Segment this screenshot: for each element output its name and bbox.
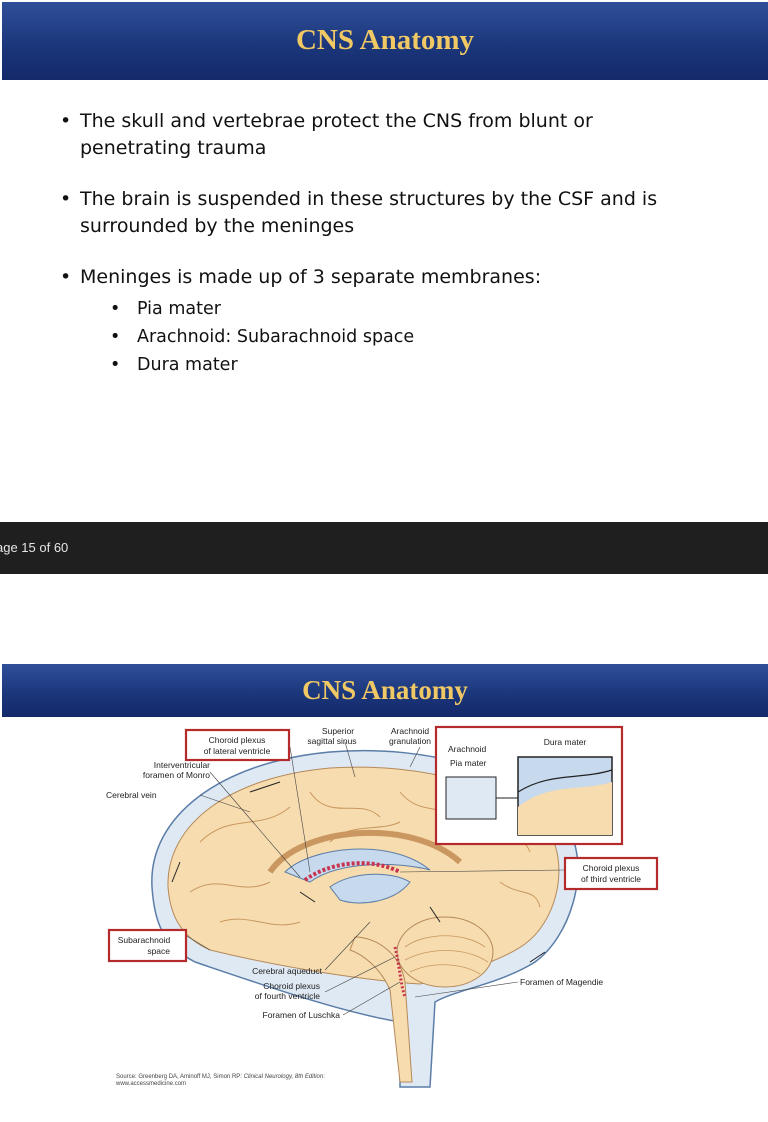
label-subarachnoid-line1: Subarachnoid	[118, 935, 171, 945]
corpus-callosum	[267, 829, 463, 874]
bullet-skull: The skull and vertebrae protect the CNS …	[60, 108, 700, 162]
label-choroid-lateral-line1: Choroid plexus	[209, 735, 266, 745]
source-prefix: Source: Greenberg DA, Aminoff MJ, Simon …	[116, 1074, 244, 1080]
label-interventricular-line1: Interventricular	[154, 760, 210, 770]
label-superior-sinus-line2: sagittal sinus	[307, 736, 356, 746]
slide-2-title: CNS Anatomy	[2, 664, 768, 717]
highlight-box-subarachnoid	[107, 928, 188, 963]
label-choroid-lateral-line2: of lateral ventricle	[204, 746, 271, 756]
figure-source-citation: Source: Greenberg DA, Aminoff MJ, Simon …	[116, 1074, 325, 1088]
sub-bullet-pia: Pia mater	[80, 295, 700, 323]
label-subarachnoid-line2: space	[147, 946, 170, 956]
bullet-meninges-text: Meninges is made up of 3 separate membra…	[80, 266, 542, 288]
slide-1-bullet-list: The skull and vertebrae protect the CNS …	[60, 108, 700, 379]
label-choroid-fourth-line1: Choroid plexus	[263, 981, 320, 991]
label-interventricular-line2: foramen of Monro	[143, 770, 210, 780]
label-arachnoid-granulation-line2: granulation	[389, 736, 431, 746]
bullet-suspension: The brain is suspended in these structur…	[60, 186, 700, 240]
sub-bullet-dura: Dura mater	[80, 351, 700, 379]
brain-diagram: Choroid plexus of lateral ventricle Supe…	[106, 725, 659, 1088]
page-indicator-bar: age 15 of 60	[0, 522, 768, 574]
bullet-meninges: Meninges is made up of 3 separate membra…	[60, 264, 700, 379]
inset-source-box	[445, 776, 497, 820]
label-superior-sinus-line1: Superior	[322, 726, 354, 736]
sub-bullet-arachnoid: Arachnoid: Subarachnoid space	[80, 323, 700, 351]
csf-circulation-figure: Choroid plexus of lateral ventricle Supe…	[100, 722, 670, 1102]
label-inset-arachnoid: Arachnoid	[448, 744, 487, 754]
inset-dura-line	[517, 769, 613, 793]
label-foramen-magendie: Foramen of Magendie	[520, 977, 603, 987]
meninges-sub-list: Pia mater Arachnoid: Subarachnoid space …	[80, 295, 700, 379]
label-cerebral-aqueduct: Cerebral aqueduct	[252, 966, 323, 976]
label-choroid-third-line1: Choroid plexus	[583, 863, 640, 873]
cerebellum	[396, 916, 494, 988]
lateral-ventricle	[284, 848, 431, 883]
label-inset-dura: Dura mater	[544, 737, 587, 747]
leader-lines	[179, 741, 566, 1016]
third-ventricle	[329, 873, 411, 904]
label-choroid-third-line2: of third ventricle	[581, 874, 641, 884]
label-inset-pia: Pia mater	[450, 758, 487, 768]
fourth-ventricle-choroid	[393, 946, 407, 998]
source-title: Clinical Neurology, 8th Edition	[243, 1074, 324, 1080]
label-cerebral-vein: Cerebral vein	[106, 790, 157, 800]
highlight-box-choroid-lateral	[184, 728, 291, 762]
label-arachnoid-granulation-line1: Arachnoid	[391, 726, 430, 736]
source-suffix: :	[323, 1074, 325, 1080]
highlight-box-choroid-third	[563, 856, 659, 891]
source-url: www.accessmedicine.com	[116, 1081, 187, 1087]
page-counter: age 15 of 60	[0, 540, 69, 555]
brain-gyri	[189, 791, 541, 926]
cerebellum-folia	[404, 935, 489, 975]
label-choroid-fourth-line2: of fourth ventricle	[255, 991, 320, 1001]
slide-1-title: CNS Anatomy	[2, 2, 768, 80]
inset-brain-tissue	[518, 782, 612, 835]
label-foramen-luschka: Foramen of Luschka	[263, 1010, 341, 1020]
brainstem	[349, 936, 413, 1083]
